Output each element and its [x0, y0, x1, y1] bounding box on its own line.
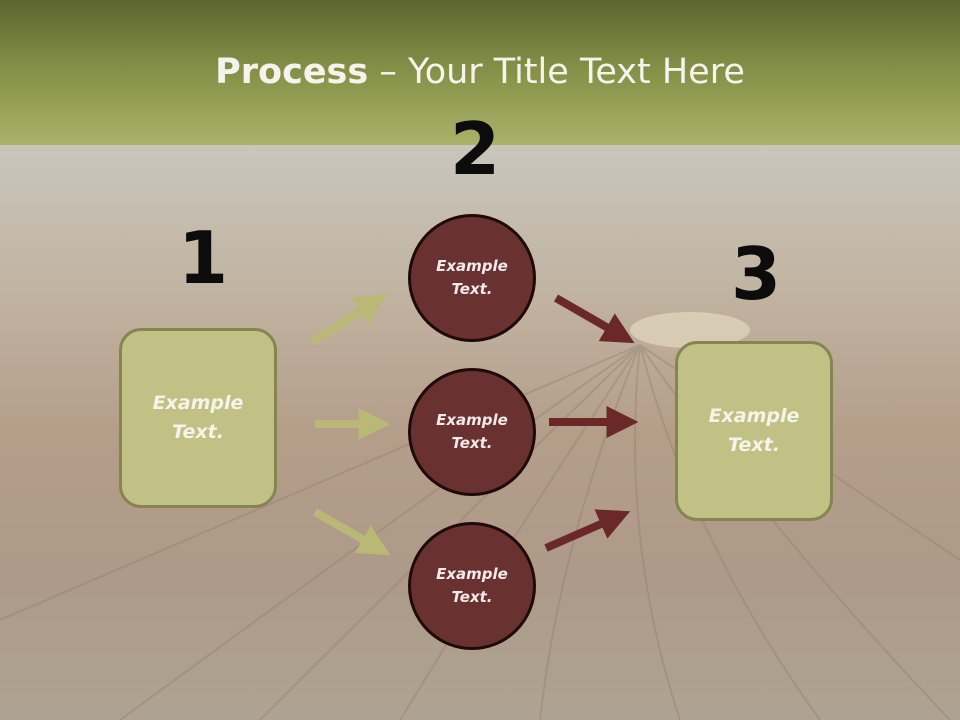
- step-2-circle-2[interactable]: Example Text.: [408, 368, 536, 496]
- title-bold: Process: [215, 52, 369, 92]
- page-title: Process – Your Title Text Here: [0, 52, 960, 92]
- circle-3-text: Example Text.: [436, 565, 508, 606]
- arrow-icon: [554, 294, 635, 344]
- step-3-text: Example Text.: [708, 405, 800, 456]
- arrow-icon: [309, 294, 388, 346]
- step-2-number: 2: [450, 107, 501, 191]
- step-2-circle-1[interactable]: Example Text.: [408, 214, 536, 342]
- circle-2-text: Example Text.: [436, 411, 508, 452]
- arrow-icon: [544, 509, 631, 552]
- step-1-number: 1: [178, 216, 229, 300]
- step-2-circle-3[interactable]: Example Text.: [408, 522, 536, 650]
- title-bar: [0, 0, 960, 145]
- step-1-box[interactable]: Example Text.: [119, 328, 277, 508]
- step-1-text: Example Text.: [152, 392, 244, 443]
- step-3-number: 3: [731, 232, 782, 316]
- arrow-icon: [313, 508, 391, 556]
- step-3-box[interactable]: Example Text.: [675, 341, 833, 521]
- title-rest: – Your Title Text Here: [368, 52, 745, 92]
- circle-1-text: Example Text.: [436, 257, 508, 298]
